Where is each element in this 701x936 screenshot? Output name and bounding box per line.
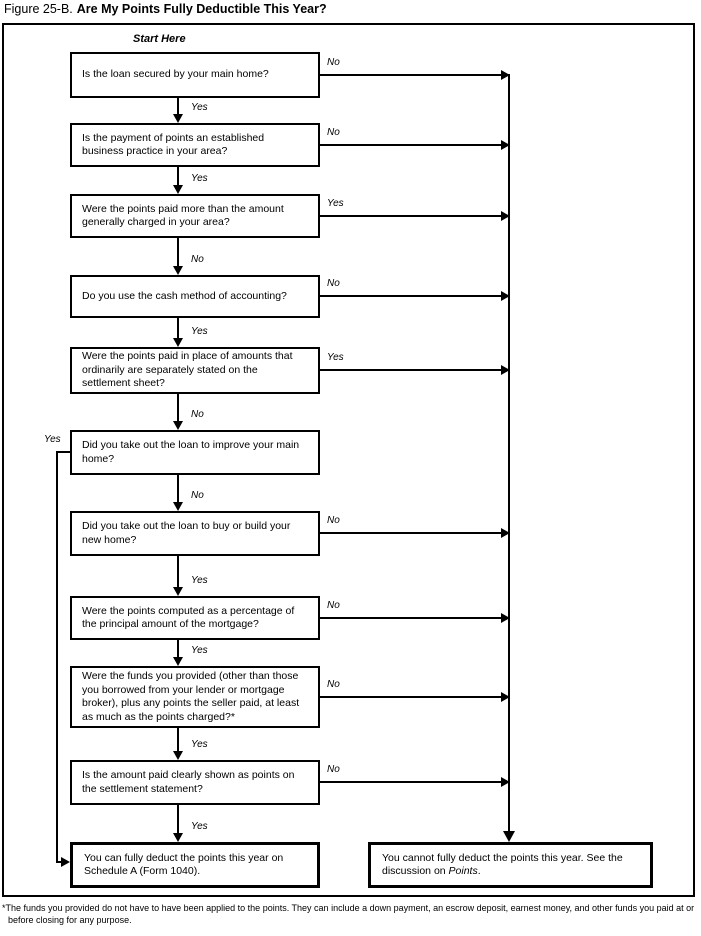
down-label-yes-7: Yes bbox=[191, 575, 208, 586]
result-cannot-text-main: You cannot fully deduct the points this … bbox=[382, 851, 623, 878]
exit-label-yes-3: Yes bbox=[327, 198, 344, 209]
flow-line-right-3 bbox=[320, 215, 502, 217]
arrowhead-down-3 bbox=[173, 266, 183, 275]
result-cannot-deduct-text: You cannot fully deduct the points this … bbox=[382, 852, 640, 879]
flow-line-right-10 bbox=[320, 781, 502, 783]
exit-label-no-9: No bbox=[327, 679, 340, 690]
flow-line-left-in bbox=[56, 861, 62, 863]
flow-line-down-7 bbox=[177, 556, 179, 588]
exit-label-no-7: No bbox=[327, 515, 340, 526]
arrowhead-right-1 bbox=[501, 70, 510, 80]
figure-title-text: Are My Points Fully Deductible This Year… bbox=[76, 2, 327, 16]
exit-label-no-10: No bbox=[327, 764, 340, 775]
question-box-business-practice: Is the payment of points an established … bbox=[70, 123, 320, 167]
arrowhead-down-7 bbox=[173, 587, 183, 596]
flow-line-down-5 bbox=[177, 394, 179, 422]
flowchart-frame bbox=[2, 23, 695, 897]
arrowhead-right-8 bbox=[501, 613, 510, 623]
exit-label-no-1: No bbox=[327, 57, 340, 68]
arrowhead-down-4 bbox=[173, 338, 183, 347]
question-box-buy-build: Did you take out the loan to buy or buil… bbox=[70, 511, 320, 556]
down-label-no-6: No bbox=[191, 490, 204, 501]
arrowhead-down-1 bbox=[173, 114, 183, 123]
down-label-no-3: No bbox=[191, 254, 204, 265]
figure-title: Figure 25-B.Are My Points Fully Deductib… bbox=[4, 2, 327, 16]
flow-line-right-collector bbox=[508, 74, 510, 832]
arrowhead-right-10 bbox=[501, 777, 510, 787]
exit-label-no-8: No bbox=[327, 600, 340, 611]
arrowhead-right-5 bbox=[501, 365, 510, 375]
arrowhead-down-2 bbox=[173, 185, 183, 194]
flow-line-down-10 bbox=[177, 805, 179, 834]
flow-line-right-5 bbox=[320, 369, 502, 371]
question-box-percentage: Were the points computed as a percentage… bbox=[70, 596, 320, 640]
arrowhead-down-8 bbox=[173, 657, 183, 666]
arrowhead-down-6 bbox=[173, 502, 183, 511]
arrowhead-down-5 bbox=[173, 421, 183, 430]
flow-line-right-7 bbox=[320, 532, 502, 534]
flow-line-right-2 bbox=[320, 144, 502, 146]
down-label-yes-8: Yes bbox=[191, 645, 208, 656]
arrowhead-down-10 bbox=[173, 833, 183, 842]
start-here-label: Start Here bbox=[133, 33, 186, 45]
question-box-cash-method: Do you use the cash method of accounting… bbox=[70, 275, 320, 318]
exit-label-yes-left: Yes bbox=[44, 434, 61, 445]
down-label-yes-10: Yes bbox=[191, 821, 208, 832]
arrowhead-right-9 bbox=[501, 692, 510, 702]
flow-line-down-8 bbox=[177, 640, 179, 658]
question-box-points-more: Were the points paid more than the amoun… bbox=[70, 194, 320, 238]
arrowhead-right-4 bbox=[501, 291, 510, 301]
down-label-yes-4: Yes bbox=[191, 326, 208, 337]
flow-line-left-out bbox=[56, 451, 70, 453]
result-box-cannot-deduct: You cannot fully deduct the points this … bbox=[368, 842, 653, 888]
arrowhead-down-cannot bbox=[503, 831, 515, 842]
exit-label-no-4: No bbox=[327, 278, 340, 289]
result-box-can-deduct: You can fully deduct the points this yea… bbox=[70, 842, 320, 888]
question-box-improve-home: Did you take out the loan to improve you… bbox=[70, 430, 320, 475]
flow-line-down-2 bbox=[177, 167, 179, 186]
down-label-yes-9: Yes bbox=[191, 739, 208, 750]
flow-line-right-1 bbox=[320, 74, 502, 76]
result-can-deduct-text: You can fully deduct the points this yea… bbox=[84, 851, 284, 878]
question-box-in-place-amounts: Were the points paid in place of amounts… bbox=[70, 347, 320, 394]
down-label-yes-1: Yes bbox=[191, 102, 208, 113]
down-label-yes-2: Yes bbox=[191, 173, 208, 184]
arrowhead-right-can bbox=[61, 857, 70, 867]
exit-label-yes-5: Yes bbox=[327, 352, 344, 363]
arrowhead-right-2 bbox=[501, 140, 510, 150]
flow-line-down-4 bbox=[177, 318, 179, 339]
flow-line-down-1 bbox=[177, 98, 179, 115]
flow-line-down-9 bbox=[177, 728, 179, 752]
flow-line-down-3 bbox=[177, 238, 179, 267]
question-box-clearly-shown: Is the amount paid clearly shown as poin… bbox=[70, 760, 320, 805]
result-cannot-points-term: Points bbox=[448, 865, 478, 877]
question-box-loan-secured: Is the loan secured by your main home? bbox=[70, 52, 320, 98]
result-cannot-text-suffix: . bbox=[477, 865, 481, 877]
flow-line-left-collector bbox=[56, 451, 58, 863]
arrowhead-right-7 bbox=[501, 528, 510, 538]
footnote-text: *The funds you provided do not have to h… bbox=[2, 903, 695, 925]
exit-label-no-2: No bbox=[327, 127, 340, 138]
arrowhead-right-3 bbox=[501, 211, 510, 221]
down-label-no-5: No bbox=[191, 409, 204, 420]
flow-line-right-9 bbox=[320, 696, 502, 698]
flow-line-right-8 bbox=[320, 617, 502, 619]
question-box-funds-provided: Were the funds you provided (other than … bbox=[70, 666, 320, 728]
figure-number: Figure 25-B. bbox=[4, 2, 73, 16]
arrowhead-down-9 bbox=[173, 751, 183, 760]
flow-line-down-6 bbox=[177, 475, 179, 503]
flow-line-right-4 bbox=[320, 295, 502, 297]
